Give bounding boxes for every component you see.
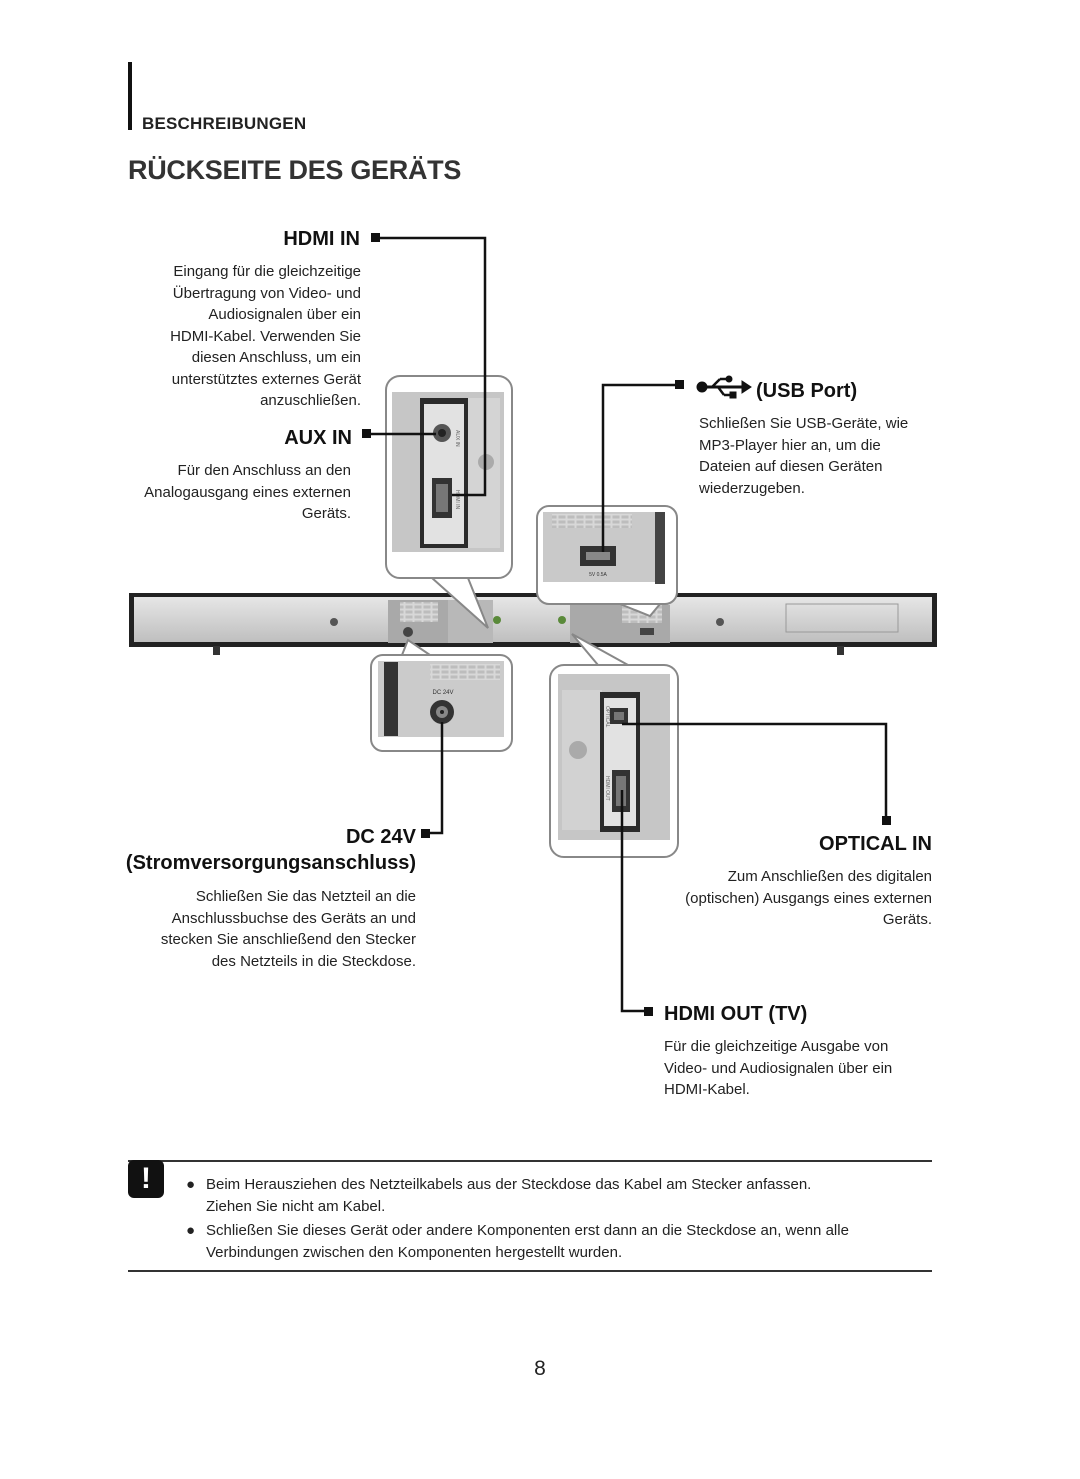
optical-in-description: Zum Anschließen des digitalen (optischen… (685, 868, 932, 928)
bullet: ● (186, 1176, 196, 1193)
zoom-dc: DC 24V (370, 638, 513, 752)
svg-text:OPTICAL: OPTICAL (604, 706, 610, 728)
leader-lines (370, 236, 888, 1013)
note-item: ● Beim Herausziehen des Netzteilkabels a… (186, 1176, 812, 1215)
page-number: 8 (534, 1357, 546, 1380)
svg-text:HDMI OUT: HDMI OUT (604, 776, 610, 801)
zoom-usb: 5V 0.5A (536, 505, 678, 618)
page-title: RÜCKSEITE DES GERÄTS (128, 155, 462, 185)
leader-markers (362, 233, 891, 1016)
optical-in-label: OPTICAL IN (819, 833, 932, 855)
aux-jack-small (403, 627, 413, 637)
notes-bottom-rule (128, 1270, 932, 1272)
aux-in-description: Für den Anschluss an den Analogausgang e… (144, 462, 351, 522)
screw-hole-right (716, 618, 724, 626)
dc-24v-label: DC 24V (345, 826, 416, 848)
screw-hole-left (330, 618, 338, 626)
note-item: ● Schließen Sie dieses Gerät oder andere… (186, 1222, 849, 1261)
usb-icon (696, 375, 752, 399)
dc-24v-description: Schließen Sie das Netzteil an die Anschl… (160, 888, 416, 970)
hdmi-out-description: Für die gleichzeitige Ausgabe von Video-… (664, 1038, 893, 1098)
notes-top-rule (128, 1160, 932, 1162)
svg-text:5V 0.5A: 5V 0.5A (589, 572, 607, 578)
svg-text:AUX IN: AUX IN (454, 430, 460, 447)
zoom-optical-hdmi-out: OPTICAL HDMI OUT (549, 633, 679, 858)
svg-text:HDMI IN: HDMI IN (454, 490, 460, 510)
hdmi-in-label: HDMI IN (283, 228, 360, 250)
hdmi-out-label: HDMI OUT (TV) (664, 1003, 808, 1025)
section-marker-bar (128, 62, 132, 130)
usb-description: Schließen Sie USB-Geräte, wie MP3-Player… (699, 415, 909, 497)
aux-in-label: AUX IN (284, 427, 352, 449)
svg-text:DC 24V: DC 24V (432, 690, 453, 696)
hdmi-in-description: Eingang für die gleichzeitige Übertragun… (170, 263, 361, 409)
soundbar-body (129, 593, 937, 655)
bullet: ● (186, 1222, 196, 1239)
zoom-hdmi-aux: AUX IN HDMI IN (385, 375, 513, 629)
usb-jack-small (640, 628, 654, 635)
dc-24v-sublabel: (Stromversorgungsanschluss) (125, 852, 416, 874)
usb-port-label: (USB Port) (756, 380, 858, 402)
caution-icon: ! (128, 1160, 164, 1198)
section-title: BESCHREIBUNGEN (142, 114, 307, 133)
